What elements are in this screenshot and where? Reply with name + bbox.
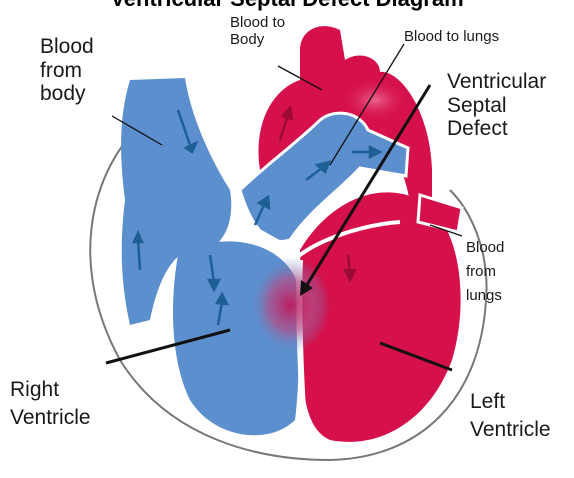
label-blood-from-body: Blood from body [40,35,94,106]
label-blood-from-lungs: Blood from lungs [466,236,504,308]
label-left-ventricle: Left Ventricle [470,388,551,445]
label-right-ventricle: Right Ventricle [10,376,91,433]
label-blood-to-body: Blood to Body [230,15,285,49]
septal-defect-mark [250,257,330,353]
label-ventricular-septal-defect: Ventricular Septal Defect [447,70,546,141]
label-blood-to-lungs: Blood to lungs [404,29,499,46]
